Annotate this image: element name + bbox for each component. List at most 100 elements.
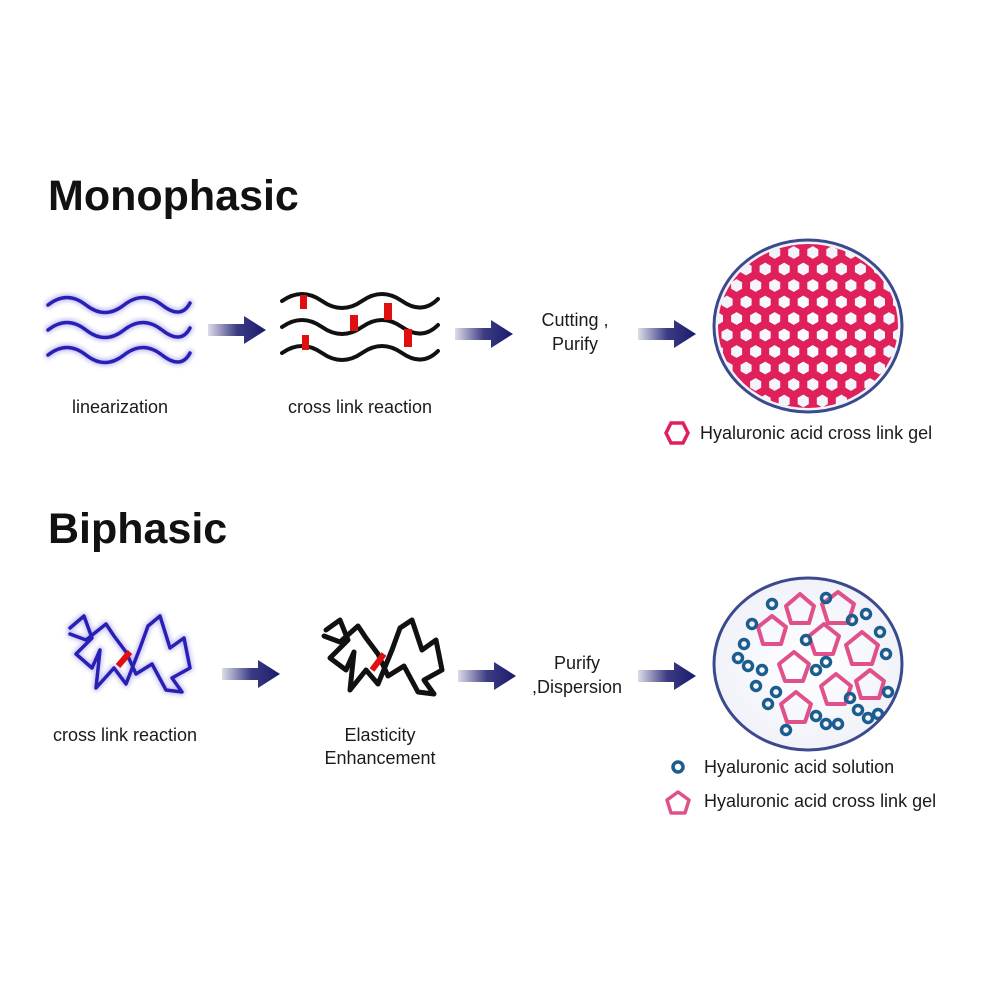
gel-hexagon (822, 340, 842, 363)
gel-hexagon (764, 307, 785, 330)
gel-hexagon (850, 356, 871, 380)
gel-hexagon (755, 257, 775, 281)
gel-hexagon (841, 307, 861, 330)
gel-hexagon (860, 307, 880, 330)
bi-step2-label-line1: Elasticity (344, 725, 416, 745)
arrow-right-icon (638, 320, 696, 348)
gel-hexagon (869, 323, 890, 347)
gel-pentagon (807, 622, 841, 656)
gel-hexagon (774, 257, 794, 281)
gel-hexagon (812, 323, 833, 347)
mono-step3-label-line1: Cutting , (541, 310, 609, 330)
gel-hexagon (869, 290, 890, 314)
gel-hexagon (850, 323, 871, 347)
gel-hexagon (764, 340, 785, 363)
gel-hexagon (764, 274, 785, 297)
gel-hexagon (726, 307, 747, 330)
gel-hexagon (793, 323, 814, 347)
gel-hexagon (736, 290, 756, 314)
enhanced-chain-graphic (321, 617, 445, 697)
gel-hexagon (774, 323, 794, 347)
gel-hexagon (812, 389, 833, 408)
gel-hexagon (888, 290, 898, 314)
gel-hexagon (812, 257, 833, 281)
bi-step2-label-line2: Enhancement (324, 748, 436, 768)
gel-hexagon (755, 323, 775, 347)
hexagon-gel-icon (664, 421, 690, 445)
gel-hexagon (879, 307, 898, 330)
monophasic-title: Monophasic (48, 172, 299, 220)
gel-hexagon (850, 257, 871, 281)
gel-hexagon (812, 356, 833, 380)
arrow-right-icon (222, 660, 280, 688)
solution-circle-icon (671, 760, 685, 774)
bi-step3-label-line2: ,Dispersion (531, 677, 623, 697)
gel-pentagon (784, 592, 816, 625)
gel-hexagon (718, 307, 728, 330)
gel-hexagon (831, 290, 852, 314)
gel-hexagon (755, 356, 775, 380)
gel-pentagon (819, 672, 853, 706)
arrow-right-icon (208, 316, 266, 344)
gel-hexagon (718, 340, 728, 363)
gel-hexagon (783, 274, 804, 297)
mono-legend-gel-text: Hyaluronic acid cross link gel (700, 423, 933, 443)
gel-hexagon (783, 244, 804, 264)
biphasic-gel-circle (712, 576, 904, 752)
monophasic-gel-circle (712, 238, 904, 414)
gel-hexagon (793, 290, 814, 314)
gel-hexagon (793, 356, 814, 380)
pentagon-gel-icon (665, 790, 691, 815)
gel-pentagon (777, 650, 811, 683)
gel-hexagon (736, 323, 756, 347)
gel-hexagon (803, 373, 823, 396)
bi-step3-label-line1: Purify (553, 653, 600, 673)
crosslinked-chains-graphic (280, 292, 440, 362)
bi-legend-solution-text: Hyaluronic acid solution (704, 757, 895, 777)
gel-hexagon (745, 307, 766, 330)
gel-hexagon (793, 389, 814, 408)
gel-hexagon (831, 356, 852, 380)
gel-hexagon (793, 257, 814, 281)
biphasic-title: Biphasic (48, 505, 228, 553)
arrow-right-icon (458, 662, 516, 690)
gel-pentagon (779, 690, 813, 724)
gel-hexagon (812, 290, 833, 314)
gel-hexagon (831, 323, 852, 347)
gel-hexagon (783, 373, 804, 396)
gel-hexagon (822, 244, 842, 264)
gel-hexagon (736, 356, 756, 380)
gel-hexagon (745, 340, 766, 363)
gel-hexagon (831, 257, 852, 281)
gel-hexagon (783, 340, 804, 363)
gel-hexagon (774, 356, 794, 380)
gel-hexagon (745, 274, 766, 297)
gel-hexagon (803, 307, 823, 330)
bi-step1-label: cross link reaction (52, 725, 198, 745)
gel-hexagon (726, 340, 747, 363)
linear-chains-graphic (44, 294, 194, 366)
gel-hexagon (822, 274, 842, 297)
gel-pentagon (844, 630, 880, 666)
arrow-right-icon (455, 320, 513, 348)
gel-hexagon (860, 340, 880, 363)
mono-step1-label: linearization (71, 397, 169, 417)
gel-hexagon (822, 307, 842, 330)
gel-hexagon (841, 274, 861, 297)
mono-step3-label-line2: Purify (551, 334, 598, 354)
gel-hexagon (764, 373, 785, 396)
mono-step2-label: cross link reaction (287, 397, 433, 417)
bi-legend-gel-text: Hyaluronic acid cross link gel (704, 791, 937, 811)
gel-hexagon (803, 340, 823, 363)
gel-hexagon (803, 274, 823, 297)
gel-hexagon (841, 340, 861, 363)
arrow-right-icon (638, 662, 696, 690)
gel-hexagon (841, 373, 861, 396)
gel-hexagon (783, 307, 804, 330)
gel-hexagon (764, 244, 785, 264)
gel-hexagon (888, 323, 898, 347)
gel-hexagon (803, 244, 823, 264)
gel-hexagon (860, 274, 880, 297)
gel-pentagon (854, 668, 886, 700)
gel-hexagon (850, 290, 871, 314)
